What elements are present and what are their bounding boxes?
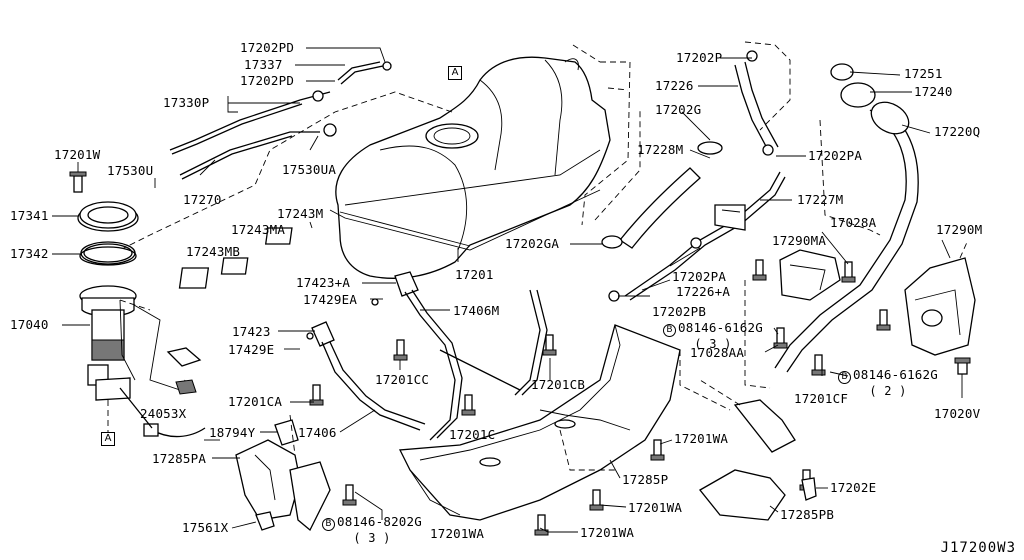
callout-17226a: 17226+A bbox=[676, 284, 731, 299]
quantity-08146-6162g-a: ( 3 ) bbox=[694, 337, 732, 351]
bolt-symbol-b-icon: B bbox=[322, 518, 335, 531]
reference-marker-a-pump: A bbox=[101, 432, 115, 446]
callout-17423: 17423 bbox=[232, 324, 271, 339]
filler-assembly bbox=[601, 61, 919, 373]
callout-17285pb: 17285PB bbox=[780, 507, 835, 522]
callout-17202ga: 17202GA bbox=[505, 236, 560, 251]
callout-17243mb: 17243MB bbox=[186, 244, 241, 259]
bolts bbox=[309, 259, 971, 536]
fuel-tank bbox=[329, 56, 611, 279]
callout-17251: 17251 bbox=[904, 66, 943, 81]
tank-straps bbox=[311, 271, 548, 441]
callout-17202pd-b: 17202PD bbox=[240, 73, 295, 88]
callout-17429e: 17429E bbox=[228, 342, 275, 357]
callout-17202g: 17202G bbox=[655, 102, 702, 117]
callout-17227m: 17227M bbox=[797, 192, 844, 207]
callout-17228m: 17228M bbox=[637, 142, 684, 157]
callout-17202p: 17202P bbox=[676, 50, 723, 65]
callout-17040: 17040 bbox=[10, 317, 49, 332]
callout-17429ea: 17429EA bbox=[303, 292, 358, 307]
callout-17285pa: 17285PA bbox=[152, 451, 207, 466]
callout-17202e: 17202E bbox=[830, 480, 877, 495]
callout-17201cb: 17201CB bbox=[531, 377, 586, 392]
diagram-id: J17200W3 bbox=[940, 540, 1016, 556]
callout-17290ma: 17290MA bbox=[772, 233, 827, 248]
callout-17561x: 17561X bbox=[182, 520, 229, 535]
callout-17270: 17270 bbox=[183, 192, 222, 207]
callout-17226: 17226 bbox=[655, 78, 694, 93]
callout-17341: 17341 bbox=[10, 208, 49, 223]
callout-17337: 17337 bbox=[244, 57, 283, 72]
callout-17202pa-a: 17202PA bbox=[808, 148, 863, 163]
bracket-17285pa bbox=[235, 419, 331, 532]
callout-24053x: 24053X bbox=[140, 406, 187, 421]
callout-17020v: 17020V bbox=[934, 406, 981, 421]
callout-18794y: 18794Y bbox=[209, 425, 256, 440]
callout-17028a: 17028A bbox=[830, 215, 877, 230]
reference-marker-a-tank: A bbox=[448, 66, 462, 80]
callout-17285p: 17285P bbox=[622, 472, 669, 487]
callout-17342: 17342 bbox=[10, 246, 49, 261]
callout-17028aa: 17028AA bbox=[690, 345, 745, 360]
callout-17220q: 17220Q bbox=[934, 124, 981, 139]
callout-17202pa-b: 17202PA bbox=[672, 269, 727, 284]
callout-17423a: 17423+A bbox=[296, 275, 351, 290]
quantity-08146-6162g-b: ( 2 ) bbox=[869, 384, 907, 398]
callout-17201w: 17201W bbox=[54, 147, 101, 162]
callout-17530u: 17530U bbox=[107, 163, 154, 178]
leader-lines bbox=[52, 47, 963, 533]
callout-17243ma: 17243MA bbox=[231, 222, 286, 237]
callout-17201wa-c: 17201WA bbox=[430, 526, 485, 541]
fuel-pump-assembly bbox=[77, 204, 186, 401]
callout-17202pd: 17202PD bbox=[240, 40, 295, 55]
bolt-symbol-b-icon: B bbox=[663, 324, 676, 337]
callout-17406m: 17406M bbox=[453, 303, 500, 318]
callout-17201cf: 17201CF bbox=[794, 391, 849, 406]
callout-17330p: 17330P bbox=[163, 95, 210, 110]
callout-17201wa-d: 17201WA bbox=[580, 525, 635, 540]
callout-17240: 17240 bbox=[914, 84, 953, 99]
callout-17201: 17201 bbox=[455, 267, 494, 282]
callout-17202pb: 17202PB bbox=[652, 304, 707, 319]
callout-17201wa-a: 17201WA bbox=[674, 431, 729, 446]
callout-17290m: 17290M bbox=[936, 222, 983, 237]
callout-17243m: 17243M bbox=[277, 206, 324, 221]
tank-guard bbox=[398, 324, 681, 521]
bolt-symbol-b-icon: B bbox=[838, 371, 851, 384]
callout-17530ua: 17530UA bbox=[282, 162, 337, 177]
filler-pocket-17290m bbox=[904, 257, 976, 356]
callout-17201cc: 17201CC bbox=[375, 372, 430, 387]
callout-17201wa-b: 17201WA bbox=[628, 500, 683, 515]
quantity-08146-8202g: ( 3 ) bbox=[353, 531, 391, 545]
callout-17201ca: 17201CA bbox=[228, 394, 283, 409]
callout-17201c: 17201C bbox=[449, 427, 496, 442]
callout-17406: 17406 bbox=[298, 425, 337, 440]
